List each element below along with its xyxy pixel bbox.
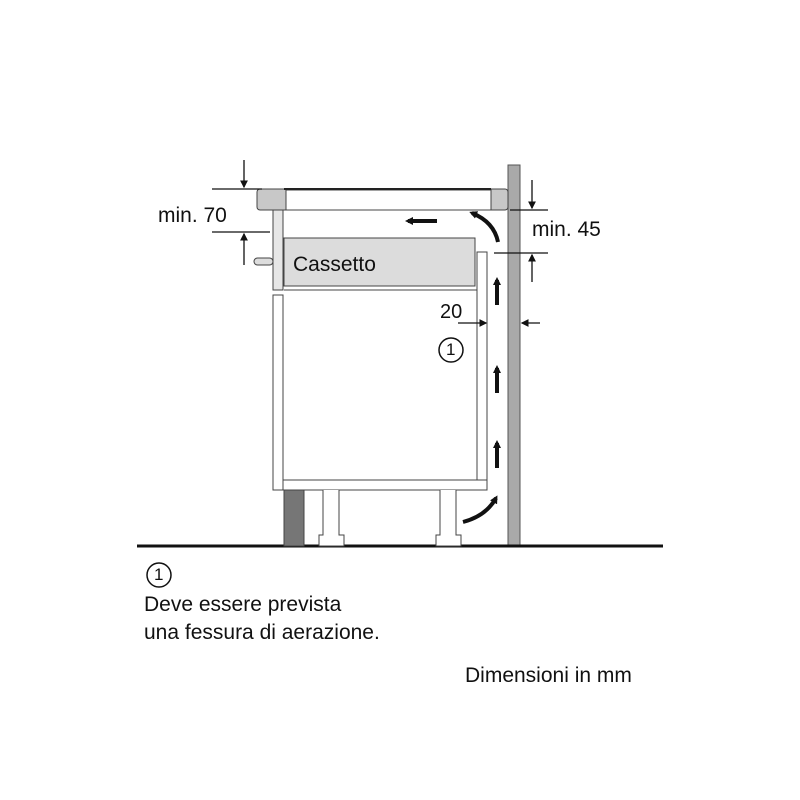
cabinet-bottom [282, 479, 488, 491]
dim-gap-label: 20 [440, 301, 463, 323]
dim-back-label: min. 45 [532, 218, 601, 241]
note-marker-circle [146, 562, 172, 588]
wall [507, 164, 521, 547]
dimension-lines [212, 160, 548, 327]
note-marker-number: 1 [154, 565, 164, 584]
cabinet-leg [435, 490, 462, 547]
note-line-1: Deve essere prevista [144, 593, 342, 616]
marker-number: 1 [446, 340, 456, 359]
drawer-front [272, 209, 284, 291]
cabinet-side [476, 251, 488, 481]
dim-front-label: min. 70 [158, 204, 227, 227]
cooktop-glass [285, 189, 492, 211]
marker-circle [438, 337, 464, 363]
airflow-arrows [405, 211, 501, 524]
drawer-handle [253, 257, 274, 266]
cabinet-leg [318, 490, 345, 547]
drawer-label: Cassetto [293, 253, 376, 276]
units-note: Dimensioni in mm [465, 664, 632, 687]
cabinet-door [272, 294, 284, 491]
note-line-2: una fessura di aerazione. [144, 621, 380, 644]
plinth [283, 489, 305, 547]
drawer [283, 237, 476, 287]
